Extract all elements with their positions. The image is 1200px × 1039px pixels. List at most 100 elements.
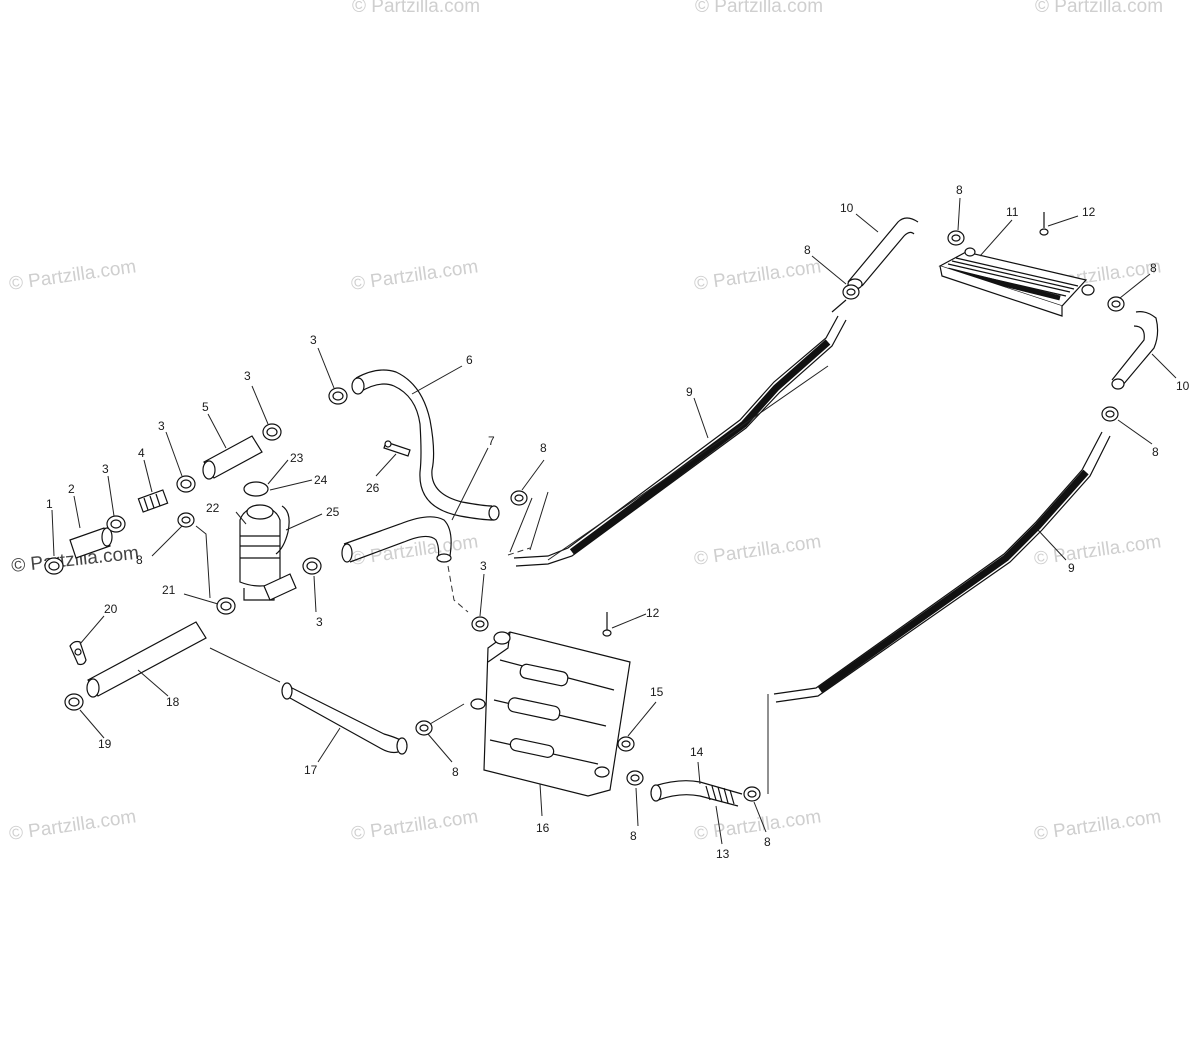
tee-fitting-part-4 <box>137 489 169 513</box>
watermark: © Partzilla.com <box>352 0 480 17</box>
watermark: © Partzilla.com <box>8 806 138 845</box>
callout-13: 13 <box>716 847 730 861</box>
hose-part-9-upper <box>513 299 847 567</box>
clamp-part-21 <box>216 597 236 615</box>
callout-17: 17 <box>304 763 318 777</box>
callout-8: 8 <box>540 441 547 455</box>
clamp-part-19 <box>64 693 84 711</box>
assembly-guide-line <box>509 365 829 561</box>
callout-8: 8 <box>764 835 771 849</box>
watermark: © Partzilla.com <box>8 256 138 295</box>
callout-8: 8 <box>1150 261 1157 275</box>
callout-8: 8 <box>136 553 143 567</box>
clamp-part-3 <box>262 423 282 441</box>
assembly-guide-line <box>447 565 469 613</box>
callout-10: 10 <box>840 201 854 215</box>
reservoir-cap-part-23 <box>243 481 269 497</box>
clip-part-20 <box>69 640 87 666</box>
hose-part-18 <box>86 621 207 698</box>
callout-20: 20 <box>104 602 118 616</box>
callout-4: 4 <box>138 446 145 460</box>
clamp-part-3 <box>328 387 348 405</box>
clamp-part-3 <box>106 515 126 533</box>
hose-part-17 <box>281 682 408 755</box>
cooler-part-11 <box>938 247 1095 317</box>
clamp-part-15 <box>617 736 635 752</box>
callout-8: 8 <box>956 183 963 197</box>
leader-lines <box>51 197 1177 845</box>
clamp-part-8 <box>947 230 965 246</box>
callout-12: 12 <box>1082 205 1096 219</box>
watermark: © Partzilla.com <box>695 0 823 17</box>
callout-3: 3 <box>102 462 109 476</box>
assembly-guide-line <box>507 547 531 556</box>
callout-11: 11 <box>1006 205 1019 219</box>
clamp-part-8 <box>177 512 195 528</box>
hose-part-10-upper <box>847 217 919 290</box>
watermark: © Partzilla.com <box>1033 806 1163 845</box>
fittings-group <box>44 423 282 575</box>
hose-part-9-lower <box>773 431 1111 703</box>
clamp-part-8 <box>415 720 433 736</box>
callout-21: 21 <box>162 583 176 597</box>
hose-part-7 <box>341 516 452 563</box>
tube-part-2 <box>69 527 113 559</box>
clamp-part-8 <box>626 770 644 786</box>
watermark: © Partzilla.com <box>350 806 480 845</box>
clamp-part-8 <box>743 786 761 802</box>
watermark: © Partzilla.com <box>693 256 823 295</box>
callout-23: 23 <box>290 451 304 465</box>
callout-8: 8 <box>804 243 811 257</box>
heat-exchanger-part-16 <box>470 631 631 797</box>
callout-22: 22 <box>206 501 220 515</box>
callout-3: 3 <box>158 419 165 433</box>
callout-5: 5 <box>202 400 209 414</box>
clamp-part-8 <box>1107 296 1125 312</box>
watermark: © Partzilla.com <box>350 531 480 570</box>
clamp-part-3 <box>471 616 489 632</box>
tube-part-5 <box>202 435 263 480</box>
watermark: © Partzilla.com <box>1033 531 1163 570</box>
clamp-part-8 <box>510 490 528 506</box>
clamp-part-1 <box>44 557 64 575</box>
callout-15: 15 <box>650 685 664 699</box>
hose-part-6 <box>351 369 500 521</box>
callout-10: 10 <box>1176 379 1190 393</box>
callout-9: 9 <box>1068 561 1075 575</box>
spring-part-13 <box>705 785 735 805</box>
callout-labels: 1 2 3 4 3 5 3 3 6 23 24 22 25 26 7 8 8 2… <box>46 183 1190 861</box>
callout-25: 25 <box>326 505 340 519</box>
screw-part-12 <box>1039 212 1049 236</box>
callout-12: 12 <box>646 606 660 620</box>
callout-7: 7 <box>488 434 495 448</box>
callout-6: 6 <box>466 353 473 367</box>
callout-3: 3 <box>244 369 251 383</box>
watermark: © Partzilla.com <box>350 256 480 295</box>
callout-24: 24 <box>314 473 328 487</box>
callout-16: 16 <box>536 821 550 835</box>
callout-18: 18 <box>166 695 180 709</box>
callout-1: 1 <box>46 497 53 511</box>
coolant-reservoir-part-22 <box>239 504 297 601</box>
callout-8: 8 <box>630 829 637 843</box>
clamp-part-3 <box>176 475 196 493</box>
clamp-part-8 <box>1101 406 1119 422</box>
clamp-part-3 <box>302 557 322 575</box>
watermark: © Partzilla.com <box>1035 0 1163 17</box>
screw-part-12 <box>602 612 612 637</box>
callout-19: 19 <box>98 737 112 751</box>
callout-3: 3 <box>316 615 323 629</box>
callout-9: 9 <box>686 385 693 399</box>
callout-2: 2 <box>68 482 75 496</box>
hose-part-10-lower <box>1111 311 1159 390</box>
clamp-part-8 <box>842 284 860 300</box>
watermark: © Partzilla.com <box>693 531 823 570</box>
callout-26: 26 <box>366 481 380 495</box>
strap-part-25 <box>275 505 290 555</box>
callout-14: 14 <box>690 745 704 759</box>
pin-part-26 <box>383 440 411 457</box>
callout-8: 8 <box>452 765 459 779</box>
callout-3: 3 <box>480 559 487 573</box>
callout-3: 3 <box>310 333 317 347</box>
